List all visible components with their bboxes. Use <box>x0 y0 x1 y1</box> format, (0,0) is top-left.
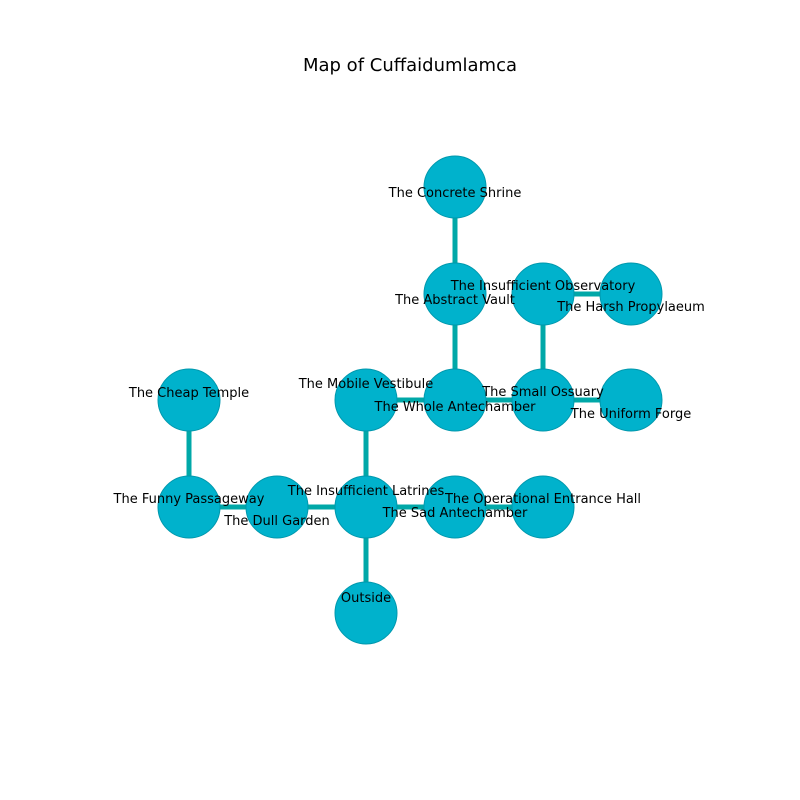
room-label-concrete-shrine: The Concrete Shrine <box>388 186 522 201</box>
room-label-sad-antechamber: The Sad Antechamber <box>382 506 528 521</box>
room-node-concrete-shrine <box>423 155 487 219</box>
room-node-harsh-propylaeum <box>599 262 663 326</box>
room-node-cheap-temple <box>157 368 221 432</box>
room-node-dull-garden <box>245 475 309 539</box>
room-node-mobile-vestibule <box>334 368 398 432</box>
room-label-funny-passageway: The Funny Passageway <box>113 492 265 507</box>
room-label-harsh-propylaeum: The Harsh Propylaeum <box>556 300 705 315</box>
room-label-small-ossuary: The Small Ossuary <box>481 385 604 400</box>
room-label-operational-entrance-hall: The Operational Entrance Hall <box>444 492 641 507</box>
room-node-sad-antechamber <box>423 475 487 539</box>
room-node-small-ossuary <box>511 368 575 432</box>
room-label-cheap-temple: The Cheap Temple <box>128 386 249 401</box>
room-label-uniform-forge: The Uniform Forge <box>570 407 691 422</box>
room-node-whole-antechamber <box>423 368 487 432</box>
room-label-dull-garden: The Dull Garden <box>223 514 330 529</box>
room-label-insufficient-observatory: The Insufficient Observatory <box>450 279 636 294</box>
room-label-insufficient-latrines: The Insufficient Latrines <box>287 484 445 499</box>
room-node-outside <box>334 581 398 645</box>
room-node-insufficient-observatory <box>511 262 575 326</box>
room-node-funny-passageway <box>157 475 221 539</box>
room-node-abstract-vault <box>423 262 487 326</box>
room-label-mobile-vestibule: The Mobile Vestibule <box>298 377 434 392</box>
room-label-outside: Outside <box>341 591 391 606</box>
room-label-whole-antechamber: The Whole Antechamber <box>374 400 537 415</box>
room-node-operational-entrance-hall <box>511 475 575 539</box>
page-title: Map of Cuffaidumlamca <box>302 55 518 76</box>
room-node-insufficient-latrines <box>334 475 398 539</box>
room-label-abstract-vault: The Abstract Vault <box>394 293 515 308</box>
room-node-uniform-forge <box>599 368 663 432</box>
nodes-layer <box>157 155 663 645</box>
